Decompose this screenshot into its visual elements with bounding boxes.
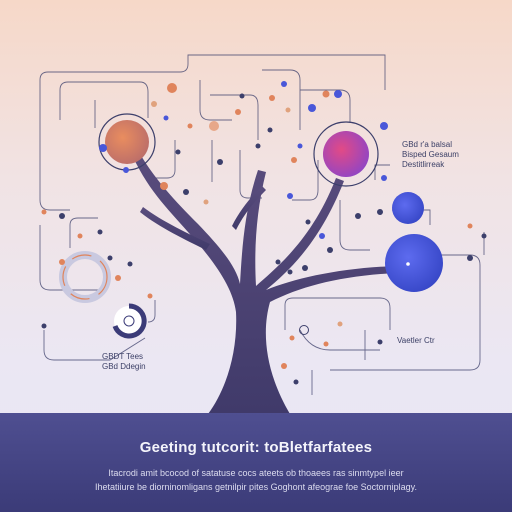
- network-lines: [39, 54, 485, 395]
- node-ring-left: [59, 251, 111, 303]
- annotation-right-line-2: Bisped Gesaum: [402, 150, 459, 159]
- annotation-right-line-1: GBd r'a balsal: [402, 140, 452, 149]
- network-dots: [41, 81, 487, 385]
- node-orange: [98, 113, 156, 173]
- annotation-left-line-2: GBd Ddegin: [102, 362, 146, 371]
- node-magenta: [313, 121, 379, 187]
- tree: [130, 147, 396, 414]
- footer-banner: Geeting tutcorit: toBletfarfatees Itacro…: [0, 413, 512, 512]
- annotation-right: GBd r'a balsal Bisped Gesaum Destitlirre…: [402, 140, 459, 170]
- annotation-right-line-3: Destitlirreak: [402, 160, 445, 169]
- node-ring-bottom: [112, 303, 147, 339]
- annotation-left-line-1: GBDT Tees: [102, 352, 144, 361]
- node-blue-large: [385, 234, 443, 292]
- node-blue-small: [392, 192, 424, 224]
- banner-body: Itacrodi amit bcocod of satatuse cocs at…: [30, 466, 482, 494]
- banner-line-1: Itacrodi amit bcocod of satatuse cocs at…: [108, 468, 404, 478]
- banner-line-2: Ihetatiiure be diorninomligans getnilpir…: [94, 482, 418, 492]
- annotation-vector: Vaetler Ctr: [397, 336, 435, 345]
- banner-title: Geeting tutcorit: toBletfarfatees: [139, 439, 373, 456]
- annotation-left: GBDT Tees GBd Ddegin: [102, 352, 146, 372]
